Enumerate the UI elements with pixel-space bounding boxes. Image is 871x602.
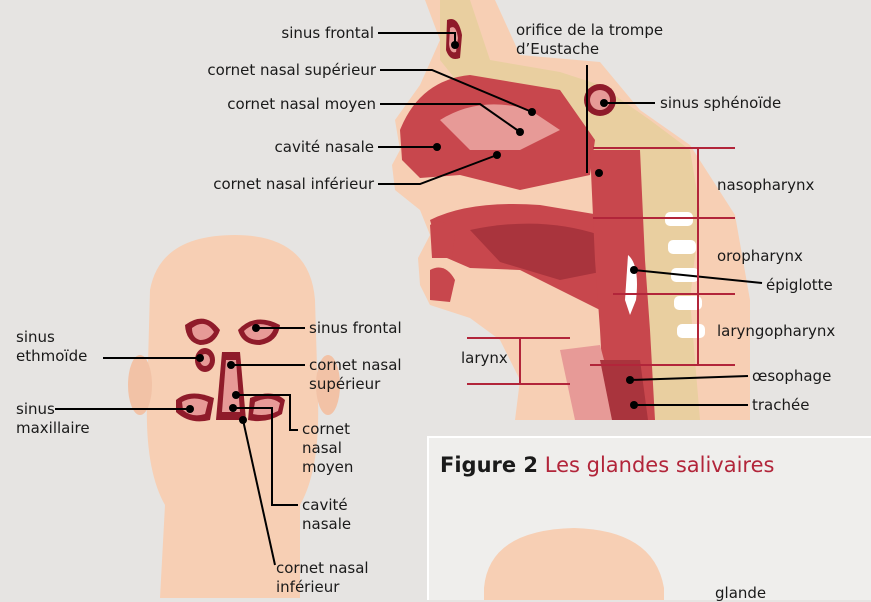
label-maxillaire-2: maxillaire	[16, 419, 90, 437]
label-frontal-moyen-1: cornet	[302, 420, 350, 438]
label-nasopharynx: nasopharynx	[717, 176, 814, 194]
label-ethmoide-1: sinus	[16, 328, 55, 346]
frontal-face	[128, 235, 340, 598]
figure2-title: Figure 2 Les glandes salivaires	[440, 453, 774, 477]
label-cornet-moyen: cornet nasal moyen	[110, 95, 376, 113]
label-sinus-sphenoide: sinus sphénoïde	[660, 94, 781, 112]
label-trachee: trachée	[752, 396, 809, 414]
label-frontal-inf-1: cornet nasal	[276, 559, 369, 577]
label-frontal-cornet-sup-1: cornet nasal	[309, 356, 402, 374]
label-epiglotte: épiglotte	[766, 276, 833, 294]
label-frontal-cornet-sup-2: supérieur	[309, 375, 380, 393]
figure2-partial-label: glande	[715, 584, 766, 602]
figure2-number: Figure 2	[440, 453, 538, 477]
label-frontal-cavite-2: nasale	[302, 515, 351, 533]
label-orifice-trompe-2: d’Eustache	[516, 40, 599, 58]
label-sinus-frontal: sinus frontal	[200, 24, 374, 42]
label-frontal-moyen-3: moyen	[302, 458, 353, 476]
label-laryngopharynx: laryngopharynx	[717, 322, 835, 340]
label-frontal-moyen-2: nasal	[302, 439, 342, 457]
label-frontal-inf-2: inférieur	[276, 578, 339, 596]
label-oesophage: œsophage	[752, 367, 831, 385]
label-orifice-trompe-1: orifice de la trompe	[516, 21, 663, 39]
label-cornet-superieur: cornet nasal supérieur	[110, 61, 376, 79]
figure2-title-text: Les glandes salivaires	[545, 453, 775, 477]
label-frontal-sinus-frontal: sinus frontal	[309, 319, 402, 337]
label-cornet-inferieur: cornet nasal inférieur	[110, 175, 374, 193]
label-ethmoide-2: ethmoïde	[16, 347, 87, 365]
label-larynx: larynx	[461, 349, 508, 367]
label-maxillaire-1: sinus	[16, 400, 55, 418]
label-frontal-cavite-1: cavité	[302, 496, 348, 514]
label-cavite-nasale: cavité nasale	[150, 138, 374, 156]
label-oropharynx: oropharynx	[717, 247, 803, 265]
sagittal-head	[392, 0, 750, 420]
